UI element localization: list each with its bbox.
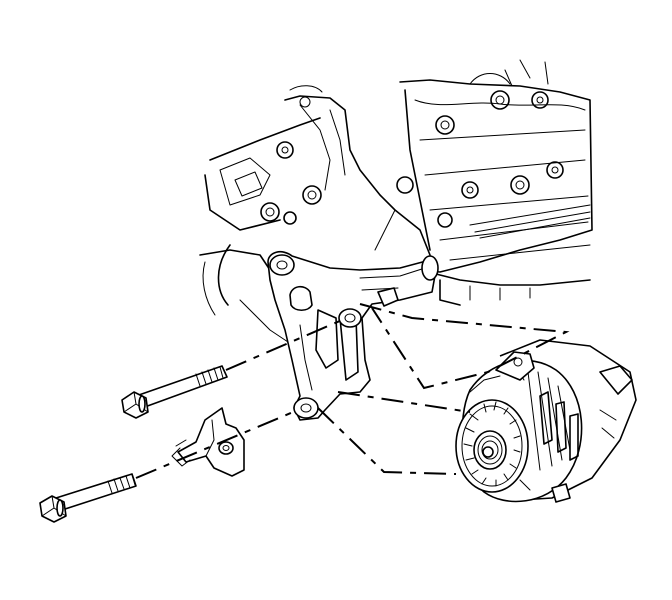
alternator [455, 339, 637, 503]
upper-bolt [121, 365, 228, 419]
lower-bolt [39, 473, 137, 523]
alternator-to-lower-mount [317, 391, 471, 475]
lower-bolt-to-bracket [135, 409, 299, 479]
alternator-mounting-bracket [267, 250, 439, 421]
engine-block [199, 59, 593, 351]
alternator-to-upper-mount [359, 303, 570, 390]
assembly-centerlines [135, 303, 570, 479]
spacer-bracket [171, 407, 245, 477]
upper-bolt-to-bracket [225, 319, 343, 371]
